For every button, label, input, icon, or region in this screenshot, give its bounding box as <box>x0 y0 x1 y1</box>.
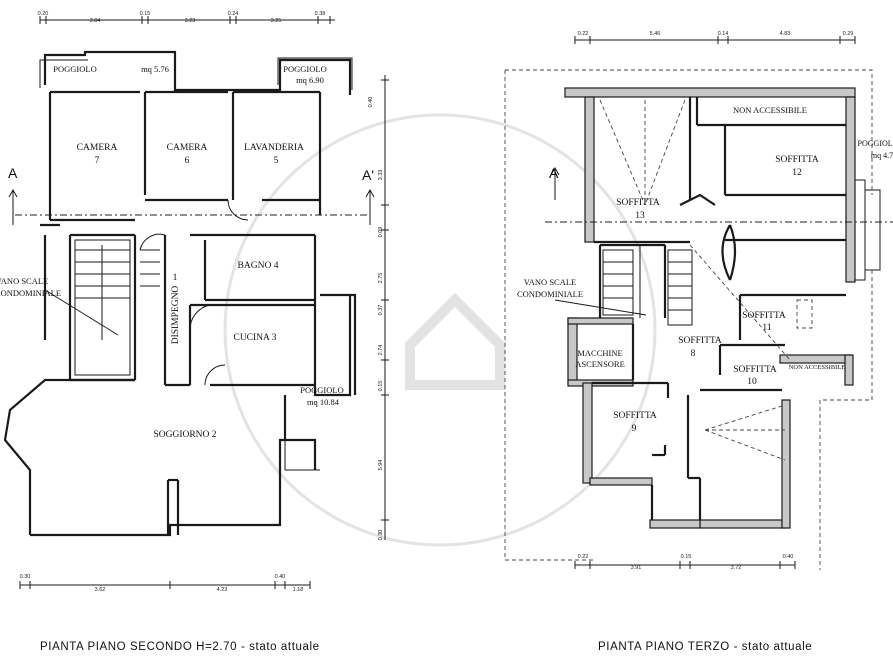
room-soffitta-12: SOFFITTA <box>775 155 819 165</box>
room-soffitta-13-num: 13 <box>635 211 645 221</box>
room-soffitta-10: SOFFITTA <box>733 365 777 375</box>
room-vano-scale-r2: CONDOMINIALE <box>517 289 583 299</box>
room-soffitta-10-num: 10 <box>747 377 757 387</box>
room-poggiolo-1: POGGIOLO <box>53 64 96 74</box>
r-dim-top-1: 0.22 <box>578 31 589 37</box>
room-vano-scale: VANO SCALE <box>0 276 48 286</box>
dim-bottom-4: 0.40 <box>275 574 286 580</box>
room-non-accessibile-small: NON ACCESSIBILE <box>789 364 846 371</box>
room-poggiolo-2-area: mq 6.90 <box>296 75 324 85</box>
dim-right-2: 3.33 <box>378 170 384 181</box>
room-lavanderia: LAVANDERIA <box>244 143 304 153</box>
caption-right: PIANTA PIANO TERZO - stato attuale <box>598 641 812 653</box>
r-dim-top-4: 4.83 <box>780 31 791 37</box>
room-macchine: MACCHINE <box>577 348 622 358</box>
room-disimpegno: DISIMPEGNO <box>171 286 181 345</box>
r-dim-bottom-5: 0.40 <box>783 554 794 560</box>
room-lavanderia-num: 5 <box>274 156 279 166</box>
dim-right-1: 0.40 <box>368 97 374 108</box>
room-soffitta-11-num: 11 <box>762 323 771 333</box>
r-dim-bottom-3: 0.15 <box>681 554 692 560</box>
r-dim-top-5: 0.29 <box>843 31 854 37</box>
dim-right-8: 5.94 <box>378 460 384 471</box>
section-a-prime: A' <box>362 167 374 183</box>
dim-right-4: 2.75 <box>378 273 384 284</box>
left-plan <box>3 16 389 589</box>
dim-bottom-5: 1.18 <box>293 587 304 593</box>
room-camera-7: CAMERA <box>77 143 118 153</box>
dim-bottom-2: 3.62 <box>95 587 106 593</box>
dim-top-7: 0.38 <box>315 11 326 17</box>
room-vano-scale-2: CONDOMINIALE <box>0 288 61 298</box>
room-poggiolo-1-area: mq 5.76 <box>141 64 169 74</box>
room-vano-scale-r: VANO SCALE <box>524 277 577 287</box>
room-camera-6-num: 6 <box>185 156 190 166</box>
room-soffitta-13: SOFFITTA <box>616 198 660 208</box>
room-soffitta-8-num: 8 <box>691 349 696 359</box>
room-camera-7-num: 7 <box>95 156 100 166</box>
dim-top-1: 0.20 <box>38 11 49 17</box>
dim-right-6: 2.74 <box>378 345 384 356</box>
room-poggiolo-right: POGGIOLO <box>858 139 893 148</box>
room-disimpegno-num: 1 <box>173 273 178 283</box>
room-soffitta-8: SOFFITTA <box>678 336 722 346</box>
room-non-accessibile-top: NON ACCESSIBILE <box>733 105 807 115</box>
room-cucina: CUCINA 3 <box>233 333 276 343</box>
room-poggiolo-3-area: mq 10.84 <box>307 397 340 407</box>
caption-left: PIANTA PIANO SECONDO H=2.70 - stato attu… <box>40 641 320 653</box>
room-soffitta-11: SOFFITTA <box>742 311 786 321</box>
section-a-right: A <box>549 165 559 181</box>
dim-right-5: 0.37 <box>378 305 384 316</box>
r-dim-bottom-4: 3.72 <box>731 565 742 571</box>
room-poggiolo-3: POGGIOLO <box>300 385 343 395</box>
right-plan <box>504 36 893 570</box>
dim-top-3: 0.15 <box>140 11 151 17</box>
dim-right-3: 0.09 <box>378 227 384 238</box>
room-poggiolo-2: POGGIOLO <box>283 64 326 74</box>
room-soffitta-9-num: 9 <box>632 424 637 434</box>
room-camera-6: CAMERA <box>167 143 208 153</box>
room-ascensore: ASCENSORE <box>575 359 625 369</box>
dim-top-2: 3.84 <box>90 18 101 24</box>
dim-bottom-3: 4.23 <box>217 587 228 593</box>
section-a-left: A <box>8 165 18 181</box>
r-dim-top-3: 0.14 <box>718 31 729 37</box>
r-dim-bottom-2: 3.91 <box>631 565 642 571</box>
room-poggiolo-right-area: mq 4.7 <box>871 151 893 160</box>
room-soggiorno: SOGGIORNO 2 <box>153 430 216 440</box>
dim-top-6: 3.25 <box>271 18 282 24</box>
dim-right-7: 0.15 <box>378 381 384 392</box>
dim-top-4: 3.23 <box>185 18 196 24</box>
dim-top-5: 0.24 <box>228 11 239 17</box>
dim-bottom-1: 0.30 <box>20 574 31 580</box>
r-dim-bottom-1: 0.22 <box>578 554 589 560</box>
dim-right-9: 0.30 <box>378 530 384 541</box>
room-bagno: BAGNO 4 <box>238 261 279 271</box>
room-soffitta-9: SOFFITTA <box>613 411 657 421</box>
watermark-logo <box>223 113 657 547</box>
room-soffitta-12-num: 12 <box>792 168 802 178</box>
r-dim-top-2: 5.46 <box>650 31 661 37</box>
